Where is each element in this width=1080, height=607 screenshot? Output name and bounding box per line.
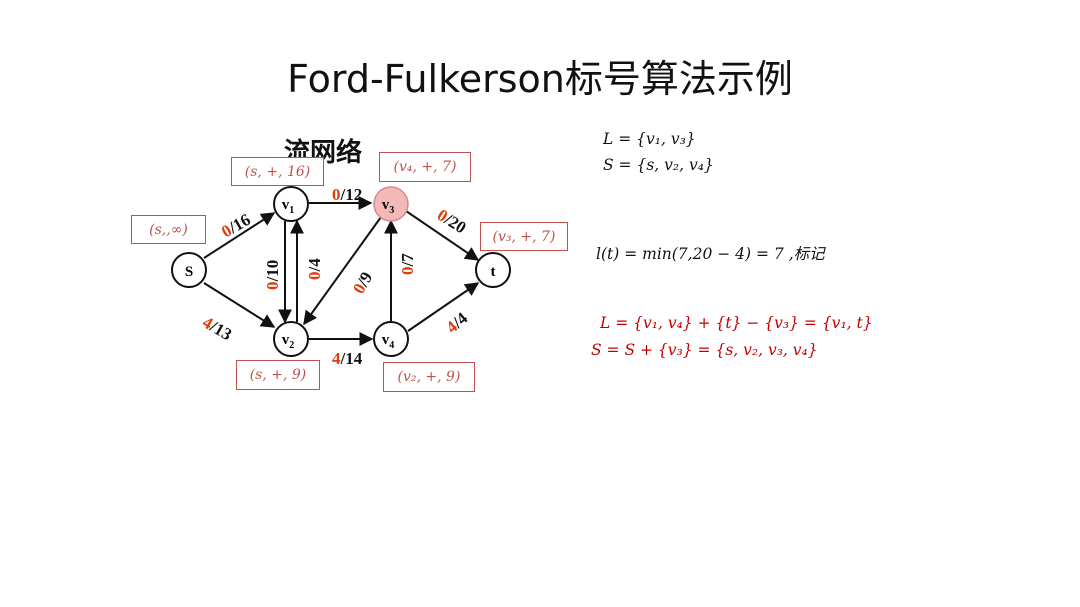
eq-lt: l(t) = min(7,20 − 4) = 7 ,标记 [596, 245, 825, 263]
node-v1: v1 [273, 186, 309, 222]
svg-text:t: t [491, 264, 496, 280]
edge-label-v3-v2: 0/9 [349, 269, 376, 297]
edge-label-v4-v3: 0/7 [398, 253, 417, 275]
edge-v3-t [405, 210, 480, 261]
label-box-t: (v₃, +, 7) [480, 222, 568, 251]
label-box-v1: (s, +, 16) [231, 157, 324, 186]
node-v3-highlighted: v3 [373, 186, 409, 222]
label-box-v4: (v₂, +, 9) [383, 362, 475, 392]
edge-label-v2-v1: 0/4 [305, 258, 324, 280]
edge-s-v2 [203, 282, 276, 328]
edge-label-v1-v3: 0/12 [332, 185, 362, 204]
edge-v3-v2 [303, 216, 382, 326]
label-box-s: (s,,∞) [131, 215, 206, 244]
svg-text:v4: v4 [382, 332, 395, 351]
edge-label-v4-t: 4/4 [442, 308, 471, 337]
node-v2: v2 [273, 321, 309, 357]
edge-label-v1-v2: 0/10 [263, 260, 282, 290]
node-s: S [171, 252, 207, 288]
eq-L: L = {v₁, v₃} [603, 130, 696, 148]
eq-S-new: S = S + {v₃} = {s, v₂, v₃, v₄} [591, 341, 818, 359]
svg-text:v2: v2 [282, 332, 295, 351]
svg-text:v3: v3 [382, 197, 395, 216]
edge-v4-t [407, 282, 480, 332]
node-t: t [475, 252, 511, 288]
edge-s-v1 [203, 212, 276, 259]
label-box-v2: (s, +, 9) [236, 360, 320, 390]
edge-label-s-v2: 4/13 [199, 313, 235, 345]
eq-S: S = {s, v₂, v₄} [603, 156, 714, 174]
svg-text:S: S [185, 264, 193, 280]
svg-text:v1: v1 [282, 197, 295, 216]
eq-L-new: L = {v₁, v₄} + {t} − {v₃} = {v₁, t} [600, 314, 873, 332]
slide-title: Ford-Fulkerson标号算法示例 [287, 57, 793, 101]
label-box-v3: (v₄, +, 7) [379, 152, 471, 182]
edge-label-v2-v4: 4/14 [332, 349, 363, 368]
node-v4: v4 [373, 321, 409, 357]
